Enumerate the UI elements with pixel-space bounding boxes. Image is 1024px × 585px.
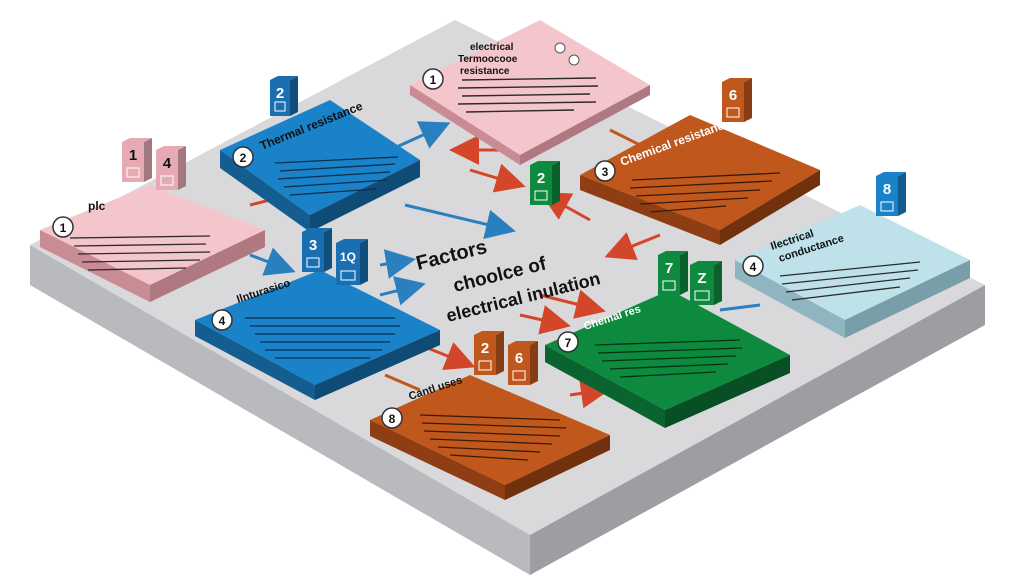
card-electrical-resistance: 1 electrical Termoocooe resistance xyxy=(410,20,650,165)
card-badge xyxy=(381,407,403,429)
number-box: 2 xyxy=(474,331,504,375)
box-glyph-icon xyxy=(478,360,492,371)
card-title-line3: resistance xyxy=(460,66,510,77)
number-box-label: 6 xyxy=(515,350,523,367)
box-glyph-icon xyxy=(340,270,356,281)
box-glyph-icon xyxy=(694,290,710,301)
number-box-label: 1Q xyxy=(340,250,356,264)
card-chemical-resistance: 3 Chemical resistance xyxy=(580,115,820,245)
card-badge-label: 2 xyxy=(240,151,247,165)
card-badge xyxy=(211,309,233,331)
number-box: 2 xyxy=(530,161,560,205)
number-box: 1 xyxy=(122,138,152,182)
number-box-label: 3 xyxy=(309,237,317,254)
number-box: 1Q xyxy=(336,239,368,285)
box-glyph-icon xyxy=(274,101,286,112)
card-plc: 1 plc xyxy=(40,185,265,302)
card-title: plc xyxy=(88,199,106,213)
box-glyph-icon xyxy=(726,107,740,118)
box-glyph-icon xyxy=(512,370,526,381)
box-glyph-icon xyxy=(306,257,320,268)
number-box: Z xyxy=(690,261,722,305)
card-badge xyxy=(557,331,579,353)
number-box-label: 2 xyxy=(481,340,489,357)
number-box-label: 4 xyxy=(163,155,172,172)
card-badge xyxy=(742,255,764,277)
card-title-line2: Termoocooe xyxy=(458,54,518,65)
number-box: 8 xyxy=(876,172,906,216)
card-badge-label: 1 xyxy=(60,221,67,235)
number-box-label: 2 xyxy=(276,85,284,102)
number-box: 2 xyxy=(270,76,298,116)
number-box: 6 xyxy=(508,341,538,385)
number-box: 4 xyxy=(156,146,186,190)
box-glyph-icon xyxy=(534,190,548,201)
card-badge xyxy=(422,68,444,90)
box-glyph-icon xyxy=(160,175,174,186)
number-box: 7 xyxy=(658,251,688,295)
card-badge-label: 4 xyxy=(750,260,757,274)
card-badge xyxy=(594,160,616,182)
card-ilnturasico: 4 Ilnturasico xyxy=(195,270,440,400)
number-box-label: 2 xyxy=(537,170,545,187)
card-badge-label: 7 xyxy=(565,336,572,350)
number-box-label: 1 xyxy=(129,147,137,164)
card-title-line1: electrical xyxy=(470,42,514,53)
box-glyph-icon xyxy=(662,280,676,291)
card-badge-label: 8 xyxy=(389,412,396,426)
card-badge-label: 1 xyxy=(430,73,437,87)
number-box-label: 7 xyxy=(665,260,673,277)
card-badge-label: 3 xyxy=(602,165,609,179)
card-badge xyxy=(232,146,254,168)
box-glyph-icon xyxy=(880,201,894,212)
number-box-label: Z xyxy=(697,270,706,287)
card-badge xyxy=(52,216,74,238)
number-box-label: 8 xyxy=(883,181,891,198)
number-box: 3 xyxy=(302,228,332,272)
box-glyph-icon xyxy=(126,167,140,178)
number-box: 6 xyxy=(722,78,752,122)
card-badge-label: 4 xyxy=(219,314,226,328)
card-electrical-conductance: 4 Ilectrical conductance xyxy=(735,205,970,338)
number-box-label: 6 xyxy=(729,87,737,104)
